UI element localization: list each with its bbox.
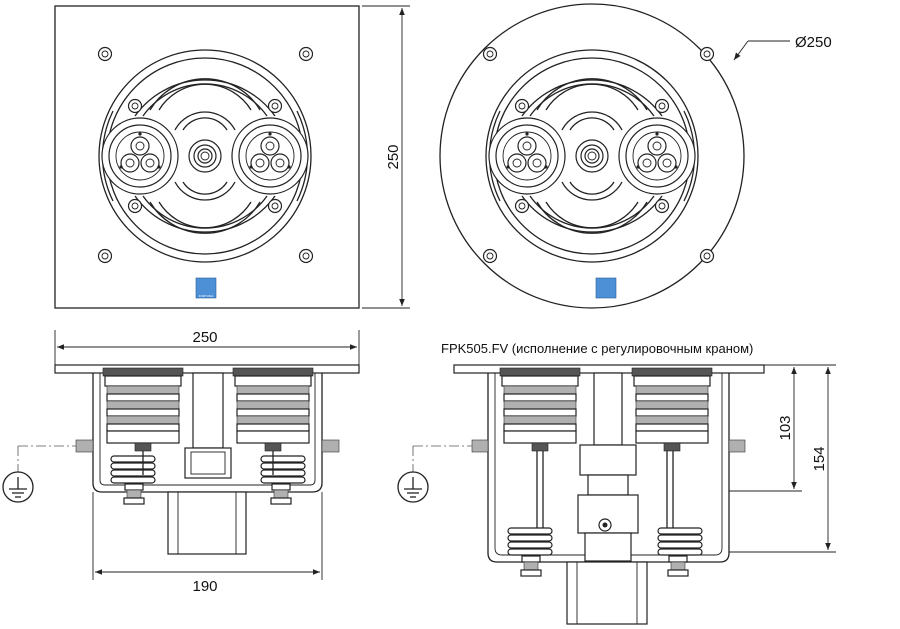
ground-icon bbox=[2, 471, 34, 503]
dim-square-height: 250 bbox=[385, 144, 402, 169]
dim-side-width: 250 bbox=[192, 329, 217, 346]
dim-diameter: Ø250 bbox=[795, 34, 832, 51]
caption-valve-variant: FPK505.FV (исполнение с регулировочным к… bbox=[441, 341, 753, 356]
brand-logo bbox=[195, 277, 217, 299]
brand-logo-text: FORTUNA bbox=[199, 294, 213, 298]
dim-valve-depth-b: 154 bbox=[811, 446, 828, 471]
side-view-standard: 250 190 bbox=[2, 329, 360, 595]
dim-side-base: 190 bbox=[192, 578, 217, 595]
brand-logo-round bbox=[595, 277, 617, 299]
ground-icon bbox=[397, 471, 429, 503]
round-plan-view: Ø250 bbox=[439, 3, 832, 309]
square-plan-view: FORTUNA 250 bbox=[54, 5, 410, 309]
dim-valve-depth-a: 103 bbox=[777, 415, 794, 440]
side-view-valve: FPK505.FV (исполнение с регулировочным к… bbox=[397, 341, 836, 625]
